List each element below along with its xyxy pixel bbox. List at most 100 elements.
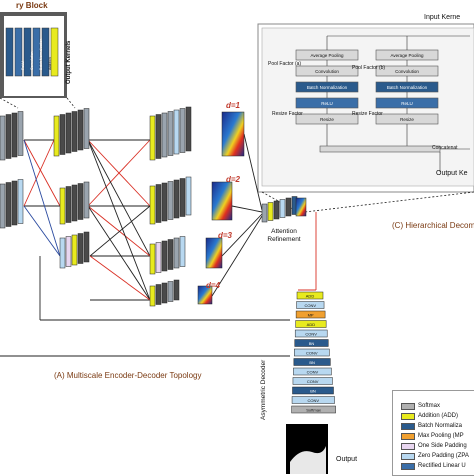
feature-layer <box>17 111 24 156</box>
decoder-layer <box>294 348 330 357</box>
heatmap <box>211 181 233 221</box>
heatmap <box>197 285 213 305</box>
hier-box-label: Average Pooling <box>391 53 424 58</box>
multiscale-title: (A) Multiscale Encoder-Decoder Topology <box>54 371 202 380</box>
block-layer <box>50 27 59 77</box>
feature-layer <box>155 184 162 223</box>
decoder-layer-label: ADD <box>307 322 316 327</box>
feature-layer <box>149 185 156 225</box>
decoder-layer-label: BN <box>310 389 316 394</box>
decoder-layer-label: Softmax <box>306 408 321 413</box>
connection-line <box>231 205 263 213</box>
asymmetric-decoder: ADDCONVMPADDCONVBNCONVBNCONVCONVBNCONVSo… <box>291 291 336 414</box>
attention-label: Attention Refinement <box>267 228 301 243</box>
decoder-layer-label: BN <box>309 341 315 346</box>
decoder-layer-label: CONV <box>307 379 319 384</box>
block-layer <box>23 27 32 77</box>
legend-label: Addition (ADD) <box>418 413 459 419</box>
block-layer <box>5 27 14 77</box>
feature-layer <box>0 115 6 161</box>
feature-layer <box>179 178 186 217</box>
legend-item: Softmax <box>401 403 474 411</box>
heatmap <box>205 237 223 269</box>
hier-box-label: Resize <box>400 117 414 122</box>
decoder-layer-label: BN <box>309 360 315 365</box>
legend-swatch <box>401 433 415 440</box>
hier-box-label: Resize <box>320 117 334 122</box>
feature-layer <box>11 180 18 226</box>
attention-layer <box>279 199 286 218</box>
block-layer-label: Batch Normalization <box>39 39 43 70</box>
hier-resize-factor-a: Resize Factor <box>272 111 303 117</box>
legend-swatch <box>401 403 415 410</box>
feature-layer <box>65 236 72 267</box>
decoder-layer <box>294 339 329 347</box>
attention-layer <box>267 202 274 221</box>
connection-line <box>221 213 263 257</box>
hier-box-label: Convolution <box>315 69 339 74</box>
feature-layer <box>161 282 168 304</box>
decoder-layer <box>291 396 335 404</box>
decoder-layer-label: CONV <box>307 370 319 375</box>
decoder-layer-label: ADD <box>306 294 315 299</box>
hier-box-label: Average Pooling <box>311 53 344 58</box>
block-layer <box>41 27 50 77</box>
hier-pool-factor-a: Pool Factor (a) <box>268 61 302 67</box>
decoder-layer <box>291 405 336 414</box>
output-label: Output <box>336 456 358 463</box>
block-title: ry Block <box>16 1 48 10</box>
attention-layer <box>261 203 268 223</box>
hier-box-label: Batch Normalization <box>387 85 428 90</box>
feature-layer <box>155 242 162 273</box>
connection-line <box>23 139 61 207</box>
legend-label: Batch Normaliza <box>418 423 463 429</box>
decoder-layer <box>293 358 331 366</box>
feature-layer <box>149 285 156 307</box>
feature-layer <box>65 112 72 154</box>
legend-label: Zero Padding (ZPA <box>418 453 469 459</box>
legend-swatch <box>401 443 415 450</box>
asym-decoder-label: Asymmetric Decoder <box>260 359 267 420</box>
feature-layer <box>173 109 180 155</box>
decoder-layer-label: CONV <box>305 332 317 337</box>
feature-layer <box>71 111 78 152</box>
d-label-1: d=1 <box>226 101 241 110</box>
d-label-3: d=3 <box>218 231 233 240</box>
feature-layer <box>149 115 156 161</box>
feature-layer <box>11 112 18 158</box>
connection-line <box>87 139 151 207</box>
legend-swatch <box>401 453 415 460</box>
feature-layer <box>77 183 84 220</box>
feature-layer <box>83 108 90 149</box>
feature-layer <box>185 176 192 216</box>
connection-line <box>89 205 151 257</box>
decoder-layer <box>294 329 328 338</box>
feature-layer <box>17 179 24 224</box>
block-layer <box>32 27 41 77</box>
decoder-layer-label: CONV <box>308 398 320 403</box>
connection-line <box>87 139 151 301</box>
attention-layer <box>273 200 280 220</box>
feature-heatmaps <box>197 111 245 305</box>
output-kernels-left-label: Output Kernels <box>66 40 72 84</box>
connection-line <box>87 205 151 257</box>
feature-layer <box>71 234 78 266</box>
legend-item: Zero Padding (ZPA <box>401 453 474 461</box>
legend-item: Rectified Linear U <box>401 463 474 471</box>
hierarchical-title: (C) Hierarchical Decom <box>392 221 474 230</box>
hier-box-label: Convolution <box>395 69 419 74</box>
feature-layer <box>77 109 84 151</box>
feature-layer <box>161 240 168 272</box>
block-layer <box>14 27 23 77</box>
hier-box-label: Batch Normalization <box>307 85 348 90</box>
hier-inset-inner <box>261 27 474 187</box>
hier-pool-factor-b: Pool Factor (b) <box>352 65 386 71</box>
feature-layer <box>77 233 84 264</box>
d-label-4: d=4 <box>206 281 221 290</box>
feature-layer <box>155 284 162 305</box>
legend-swatch <box>401 413 415 420</box>
hier-concat-box <box>319 145 441 153</box>
connection-line <box>87 139 151 257</box>
